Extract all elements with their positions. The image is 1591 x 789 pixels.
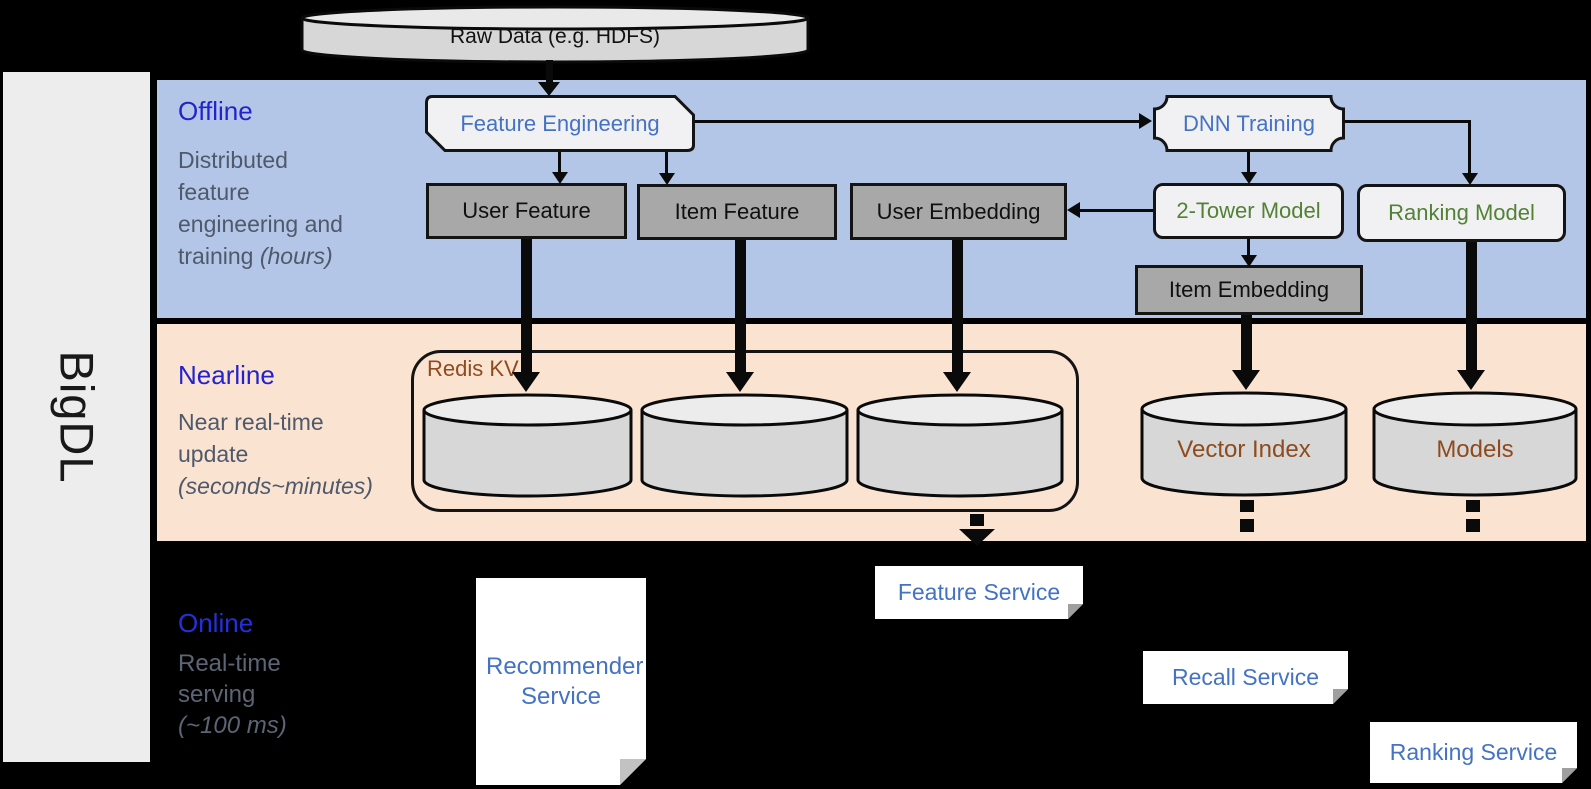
user-feature-node: User Feature bbox=[426, 183, 627, 239]
bigdl-logo: BigDL bbox=[50, 350, 103, 484]
arrow-dnn-to-rankingmodel-h bbox=[1345, 120, 1471, 123]
feature-service-node: Feature Service bbox=[875, 566, 1083, 619]
redis-cylinder-1 bbox=[422, 392, 633, 503]
arrow-rankingmodel-to-models bbox=[1466, 242, 1477, 370]
dashed-arrow-redis-to-featureservice bbox=[970, 514, 984, 526]
two-tower-model-label: 2-Tower Model bbox=[1176, 198, 1321, 223]
cylinder-shape bbox=[1140, 391, 1348, 497]
arrowhead-down bbox=[538, 82, 560, 96]
dnn-training-node: DNN Training bbox=[1153, 95, 1345, 152]
cylinder-shape bbox=[422, 393, 633, 498]
ranking-model-node: Ranking Model bbox=[1357, 184, 1566, 242]
arrow-itemfeature-to-redis bbox=[735, 240, 746, 373]
page-fold bbox=[1068, 604, 1083, 619]
nearline-subtitle: Near real-time update (seconds~minutes) bbox=[178, 409, 373, 499]
arrow-fe-to-dnn bbox=[695, 120, 1140, 123]
two-tower-model-node: 2-Tower Model bbox=[1153, 183, 1344, 239]
snip-rect-shape bbox=[425, 95, 695, 152]
online-title: Online bbox=[178, 608, 254, 638]
item-feature-label: Item Feature bbox=[674, 199, 800, 224]
arrowhead-left bbox=[1067, 202, 1080, 218]
offline-subtitle: Distributed feature engineering and trai… bbox=[178, 147, 343, 269]
feature-engineering-label: Feature Engineering bbox=[460, 110, 660, 136]
arrowhead-right bbox=[1139, 113, 1152, 129]
arrowhead-down bbox=[1241, 172, 1257, 184]
user-embedding-label: User Embedding bbox=[876, 198, 1041, 224]
page-fold bbox=[1562, 768, 1577, 783]
arrow-fe-to-itemfeature bbox=[665, 152, 668, 173]
arrow-itemembedding-to-vectorindex bbox=[1241, 315, 1252, 370]
dashed-link-vectorindex bbox=[1240, 500, 1254, 512]
arrow-twotower-to-itemembedding bbox=[1247, 239, 1250, 256]
ranking-model-label: Ranking Model bbox=[1388, 200, 1535, 225]
arrowhead-down bbox=[1462, 173, 1478, 185]
redis-kv-label: Redis KV bbox=[427, 356, 519, 381]
arrowhead-down bbox=[1241, 255, 1257, 267]
raw-data-cylinder: Raw Data (e.g. HDFS) bbox=[300, 4, 810, 64]
arrowhead-down bbox=[959, 529, 995, 546]
arrow-dnn-to-twotower bbox=[1247, 152, 1250, 173]
models-node: Models bbox=[1372, 390, 1578, 498]
raw-data-label: Raw Data (e.g. HDFS) bbox=[449, 25, 661, 48]
plaque-shape bbox=[1153, 95, 1345, 152]
arrow-userembedding-to-redis bbox=[952, 240, 963, 373]
nearline-title: Nearline bbox=[178, 360, 275, 390]
redis-cylinder-3 bbox=[856, 392, 1064, 503]
item-embedding-node: Item Embedding bbox=[1135, 265, 1363, 315]
redis-cylinder-2 bbox=[640, 392, 849, 503]
page-fold bbox=[620, 759, 646, 785]
arrow-userfeature-to-redis bbox=[521, 239, 532, 373]
recommender-service-node: Recommender Service bbox=[476, 578, 646, 785]
vector-index-label: Vector Index bbox=[1177, 436, 1311, 463]
cylinder-shape bbox=[856, 393, 1064, 498]
user-embedding-node: User Embedding bbox=[850, 183, 1067, 240]
dashed-link-models bbox=[1466, 500, 1480, 512]
cylinder-shape bbox=[1372, 391, 1578, 497]
dashed-link-vectorindex bbox=[1240, 519, 1254, 532]
vector-index-node: Vector Index bbox=[1140, 390, 1348, 498]
arrowhead-down bbox=[943, 372, 971, 392]
arrowhead-down bbox=[1232, 370, 1260, 390]
feature-engineering-node: Feature Engineering bbox=[425, 95, 695, 152]
arrow-fe-to-userfeature bbox=[558, 152, 561, 173]
offline-title: Offline bbox=[178, 96, 253, 126]
ranking-service-label: Ranking Service bbox=[1389, 739, 1558, 765]
arrow-rawdata-to-fe bbox=[546, 60, 553, 84]
dnn-training-label: DNN Training bbox=[1182, 110, 1316, 136]
recall-service-node: Recall Service bbox=[1143, 651, 1348, 704]
page-fold bbox=[1333, 689, 1348, 704]
recommender-service-label: Recommender Service bbox=[486, 652, 644, 710]
recall-service-label: Recall Service bbox=[1172, 664, 1319, 690]
arrowhead-down bbox=[552, 172, 568, 184]
item-embedding-label: Item Embedding bbox=[1168, 277, 1330, 302]
arrow-twotower-to-userembedding bbox=[1080, 209, 1153, 212]
arrow-dnn-to-rankingmodel-v bbox=[1468, 120, 1471, 173]
arrowhead-down bbox=[659, 173, 675, 185]
ranking-service-node: Ranking Service bbox=[1370, 722, 1577, 783]
arrowhead-down bbox=[512, 372, 540, 392]
models-label: Models bbox=[1436, 436, 1514, 463]
online-subtitle: Real-time serving (~100 ms) bbox=[178, 650, 287, 739]
arrowhead-down bbox=[726, 372, 754, 392]
feature-service-label: Feature Service bbox=[897, 579, 1061, 605]
arrowhead-down bbox=[1457, 370, 1485, 390]
dashed-link-models bbox=[1466, 519, 1480, 532]
item-feature-node: Item Feature bbox=[637, 184, 837, 240]
user-feature-label: User Feature bbox=[462, 198, 591, 223]
cylinder-shape bbox=[300, 5, 810, 64]
cylinder-shape bbox=[640, 393, 849, 498]
bigdl-sidebar: BigDL bbox=[3, 72, 150, 762]
